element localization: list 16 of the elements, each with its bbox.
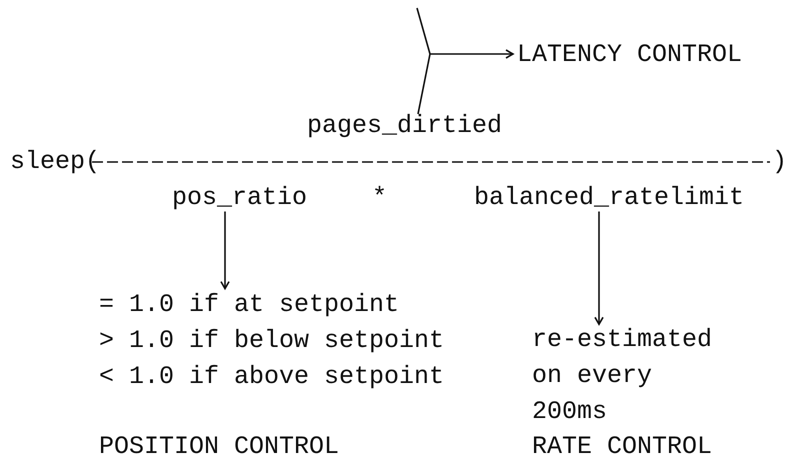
condition-text: = 1.0 if at setpoint <box>99 288 400 321</box>
section-label: RATE CONTROL <box>532 431 712 463</box>
function-name: sleep( <box>10 146 100 178</box>
arrow <box>594 212 604 326</box>
variable-name: pages_dirtied <box>307 108 502 144</box>
closing-parenthesis: ) <box>772 146 788 178</box>
condition-text: > 1.0 if below setpoint <box>99 324 444 357</box>
arrow <box>220 212 230 290</box>
note-text: re-estimated on every 200ms <box>532 322 728 430</box>
variable-name: balanced_ratelimit <box>474 180 744 216</box>
operator: * <box>372 182 388 214</box>
condition-text: < 1.0 if above setpoint <box>99 360 444 393</box>
variable-name: pos_ratio <box>172 180 308 216</box>
control-label: LATENCY CONTROL <box>517 36 742 73</box>
arrow <box>417 49 514 114</box>
section-label: POSITION CONTROL <box>99 431 340 463</box>
